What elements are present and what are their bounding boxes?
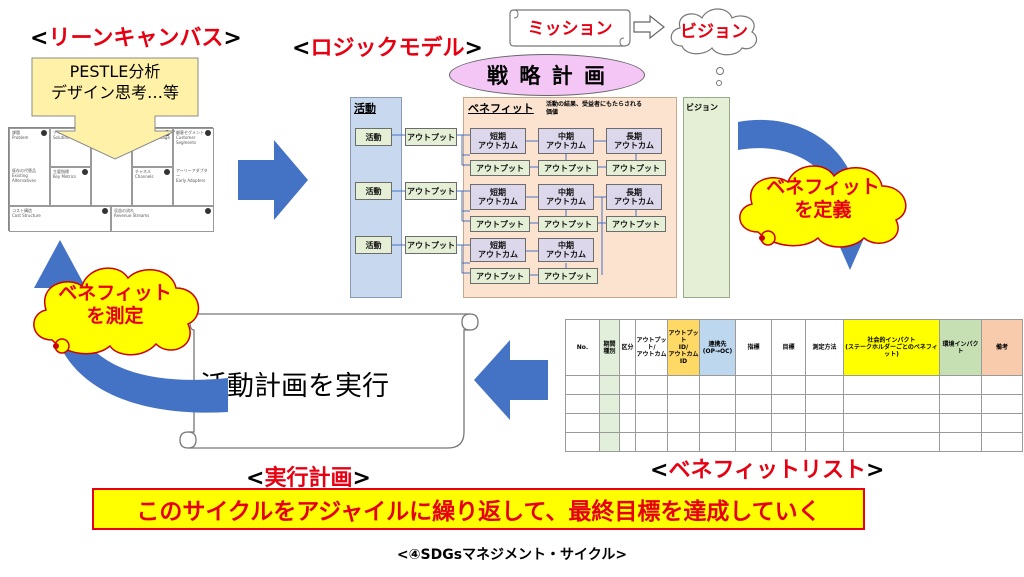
thought-bubble-dot <box>716 80 722 86</box>
output-box: アウトプット <box>538 216 598 232</box>
arrow-right-icon <box>238 140 308 220</box>
lean-canvas-cell-cost: コスト構造 Cost Structure <box>9 206 111 232</box>
benefit-column-description: 活動の結果、受益者にもたらされる価値 <box>546 101 643 116</box>
pestle-note-line2: デザイン思考…等 <box>50 83 179 102</box>
benefit-list-header: No. <box>565 319 600 376</box>
execution-plan-title: <実行計画> <box>246 466 371 491</box>
lean-canvas: 課題 Problem ソリューション Solution 独自の価値提案 Uniq… <box>8 127 214 232</box>
long-outcome-box: 長期 アウトカム <box>606 128 662 154</box>
cycle-banner: このサイクルをアジャイルに繰り返して、最終目標を達成していく <box>92 488 865 530</box>
vision-column-header: ビジョン <box>686 103 718 112</box>
short-outcome-box: 短期 アウトカム <box>470 128 526 154</box>
strategy-plan-ellipse: 戦 略 計 画 <box>449 54 645 96</box>
output-box: アウトプット <box>606 216 666 232</box>
activity-column-header: 活動 <box>354 102 376 115</box>
benefit-list-header: 測定方法 <box>805 319 844 376</box>
logic-model-connectors <box>392 134 637 276</box>
benefit-list-header: 目標 <box>771 319 806 376</box>
strategy-plan-label: 戦 略 計 画 <box>487 64 607 88</box>
benefit-column-header: ベネフィット <box>468 102 534 115</box>
measure-benefit-cloud <box>33 267 200 356</box>
activity-box: 活動 <box>355 182 392 200</box>
output-box: アウトプット <box>538 268 598 284</box>
pestle-callout-arrow <box>31 57 199 160</box>
benefit-list-header: 社会的インパクト (ステークホルダーごとのベネフィット) <box>843 319 940 376</box>
define-benefit-cloud <box>739 165 907 248</box>
output-box: アウトプット <box>405 182 457 200</box>
arrow-left-icon <box>474 340 548 420</box>
mission-label: ミッション <box>527 19 613 39</box>
vision-column: ビジョン <box>683 97 730 298</box>
execution-scroll <box>179 313 479 449</box>
cycle-banner-text: このサイクルをアジャイルに繰り返して、最終目標を達成していく <box>136 499 821 525</box>
short-outcome-box: 短期 アウトカム <box>470 238 526 262</box>
output-box: アウトプット <box>538 160 598 176</box>
lean-canvas-cell-early-adopters: アーリーアダプター Early Adopters <box>173 167 214 206</box>
mid-outcome-box: 中期 アウトカム <box>538 128 594 154</box>
output-box: アウトプット <box>405 236 457 254</box>
benefit-list-header: 期間 種別 <box>599 319 620 376</box>
benefit-list-table: No. 期間 種別 区分 アウトプット/ アウトカム アウトプット ID/ アウ… <box>565 319 1023 452</box>
benefit-list-header: 連携先 (OP→OC) <box>699 319 736 376</box>
activity-box: 活動 <box>355 236 392 254</box>
benefit-list-header: 環境インパクト <box>939 319 982 376</box>
lean-canvas-cell-revenue: 収益の流れ Revenue Streams <box>111 206 214 232</box>
output-box: アウトプット <box>405 128 457 146</box>
lean-canvas-cell-alternatives: 既存の代替品 Existing Alternatives <box>9 167 50 206</box>
mid-outcome-box: 中期 アウトカム <box>538 184 594 210</box>
benefit-list-title: <ベネフィットリスト> <box>650 458 885 483</box>
lean-canvas-cell-channels: チャネル Channels <box>132 167 173 206</box>
lean-canvas-cell-metrics: 主要指標 Key Metrics <box>50 167 91 206</box>
output-box: アウトプット <box>606 160 666 176</box>
output-box: アウトプット <box>470 160 530 176</box>
mission-scroll <box>509 9 631 47</box>
benefit-list-header: アウトプット/ アウトカム <box>635 319 668 376</box>
figure-caption: <④SDGsマネジメント・サイクル> <box>396 547 628 563</box>
benefit-list-header: 指標 <box>735 319 772 376</box>
output-box: アウトプット <box>470 268 530 284</box>
benefit-list-header: 備考 <box>981 319 1023 376</box>
pestle-note-line1: PESTLE分析 <box>69 62 161 81</box>
short-outcome-box: 短期 アウトカム <box>470 184 526 210</box>
execution-scroll-label: 活動計画を実行 <box>200 371 389 402</box>
vision-label: ビジョン <box>680 22 748 42</box>
vision-cloud <box>670 8 757 56</box>
logic-model-title: <ロジックモデル> <box>292 36 483 61</box>
mid-outcome-box: 中期 アウトカム <box>538 238 594 262</box>
activity-box: 活動 <box>355 128 392 146</box>
arrow-mission-vision-icon <box>633 14 665 40</box>
pestle-note: PESTLE分析 デザイン思考…等 <box>30 61 200 103</box>
long-outcome-box: 長期 アウトカム <box>606 184 662 210</box>
lean-canvas-title: <リーンキャンバス> <box>30 26 242 51</box>
benefit-list-header: 区分 <box>619 319 636 376</box>
thought-bubble-dot <box>716 67 724 75</box>
output-box: アウトプット <box>470 216 530 232</box>
benefit-list-header: アウトプット ID/ アウトカムID <box>667 319 700 376</box>
